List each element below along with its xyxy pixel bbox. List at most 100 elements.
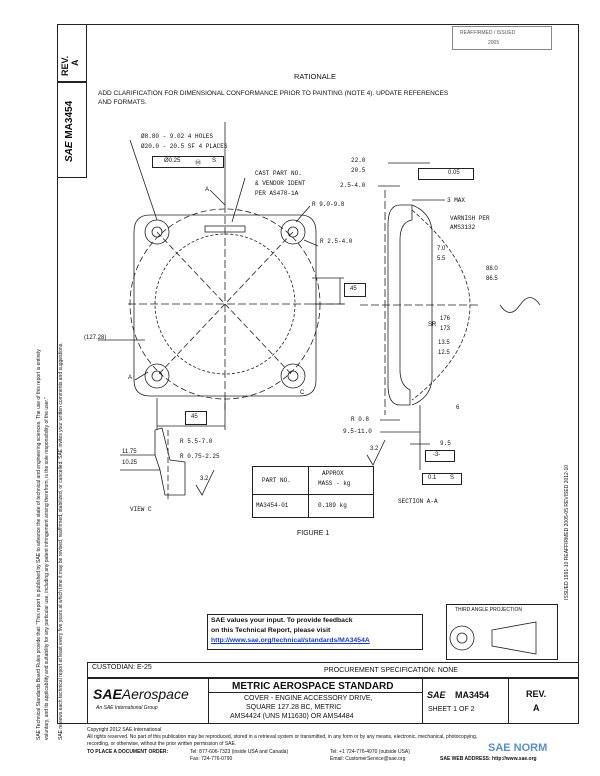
section-aa-label: SECTION A-A (398, 498, 438, 505)
dim-88: 88.0 (486, 266, 498, 272)
radius-5-5: 5.5 (437, 256, 446, 262)
feedback-box (207, 614, 423, 650)
dim-2-5-4: 2.5-4.0 (340, 182, 366, 189)
dim-6: 6 (456, 405, 460, 411)
dim-45b-box (185, 411, 207, 425)
position-tolerance-frame (152, 156, 224, 168)
holes-note-1: Ø8.80 - 9.02 4 HOLES (141, 133, 214, 140)
varnish-2: AMS3132 (450, 224, 476, 231)
rev-label: REV. (526, 689, 547, 699)
radius-7: 7.0 (437, 246, 446, 252)
title-divider-1 (208, 678, 209, 724)
tol-frame-modifier: Ⓜ (195, 161, 202, 167)
radius-13-5: 13.5 (438, 340, 450, 346)
doc-number-sae: SAE (427, 690, 446, 700)
dim-22: 22.0 (351, 157, 366, 164)
doc-number: MA3454 (455, 690, 490, 700)
finish-3-2: 3.2 (370, 446, 379, 452)
section-a-top: A (205, 187, 210, 193)
sheet-number: SHEET 1 OF 2 (428, 706, 475, 713)
dim-45: 45 (350, 286, 357, 292)
datum-3-box (425, 450, 455, 462)
section-a-bottom: A (128, 375, 133, 381)
dim-10-25: 10.25 (122, 460, 138, 466)
figure-label: FIGURE 1 (297, 530, 330, 537)
mass-table-col2-header-1: APPROX (322, 470, 344, 477)
holes-note-2: Ø20.0 - 20.5 SF 4 PLACES (141, 143, 228, 150)
dim-45-box (344, 283, 366, 297)
tol-frame-value: Ø0.25 (164, 158, 181, 164)
logo-subtitle: An SAE International Group (96, 705, 158, 711)
tolerance-01-frame (422, 473, 462, 485)
radius-9: R 9.0-9.8 (312, 201, 345, 208)
sae-logo: SAEAerospace (93, 686, 189, 702)
stamp-line-1: REAFFIRMED / ISSUED (460, 30, 516, 36)
stamp-line-2: 2005 (488, 40, 500, 46)
standard-title: METRIC AEROSPACE STANDARD (232, 681, 394, 692)
rationale-line-1: ADD CLARIFICATION FOR DIMENSIONAL CONFOR… (98, 90, 449, 97)
tol-01: 0.1 (428, 475, 437, 481)
email[interactable]: Email: CustomerService@sae.org (330, 756, 406, 762)
view-c-label: VIEW C (130, 506, 152, 513)
rationale-heading: RATIONALE (294, 72, 336, 81)
cover-outline (133, 214, 317, 397)
dim-11-75: 11.75 (122, 449, 137, 455)
datum-3: -3- (433, 452, 441, 458)
rev-value: A (533, 703, 540, 713)
custodian-row (87, 662, 579, 678)
varnish-1: VARNISH PER (450, 215, 490, 222)
sr-176: 176 (440, 316, 451, 322)
radius-2-5: R 2.5-4.0 (320, 238, 353, 245)
web-address[interactable]: SAE WEB ADDRESS: http://www.sae.org (440, 756, 537, 762)
mass-table-mass: 0.189 kg (318, 502, 347, 509)
view-c-marker: C (300, 390, 305, 396)
reaffirm-stamp (452, 26, 552, 50)
rights-line-2: recording, or otherwise, without the pri… (87, 741, 237, 747)
rights-line-1: All rights reserved. No part of this pub… (87, 734, 478, 740)
finish-3-2b: 3.2 (200, 476, 209, 482)
sr-label: SR (428, 322, 437, 328)
copyright: Copyright 2012 SAE International (87, 727, 162, 733)
doc-number-box-side (57, 82, 87, 178)
cast-note-3: PER AS478-1A (255, 190, 299, 197)
mass-table-divider-h (252, 494, 374, 495)
projection-label: THIRD ANGLE PROJECTION (455, 607, 522, 613)
max-3: 3 MAX (447, 197, 466, 204)
procurement-spec: PROCUREMENT SPECIFICATION: NONE (324, 667, 458, 674)
flatness-value: 0.05 (448, 170, 460, 176)
radius-5-5-7: R 5.5-7.0 (180, 438, 213, 445)
tol-frame-datum: S (212, 158, 217, 164)
feedback-line-1: SAE values your input. To provide feedba… (211, 617, 353, 624)
feedback-link[interactable]: http://www.sae.org/technical/standards/M… (211, 637, 370, 644)
cast-note-2: & VENDOR IDENT (255, 180, 306, 187)
mass-table-part-no: MA3454-01 (256, 502, 289, 509)
desc-line-1: COVER - ENGINE ACCESSORY DRIVE, (244, 695, 373, 702)
title-divider-2 (422, 678, 423, 724)
dim-45b: 45 (191, 414, 198, 420)
fax: Fax: 724-776-0790 (190, 756, 233, 762)
dim-9-5: 9.5 (440, 440, 451, 447)
dim-9-5-11: 9.5-11.0 (343, 428, 372, 435)
right-edge-dates: ISSUED 1991-10 REAFFIRMED 2005-05 REVISE… (564, 464, 570, 600)
radius-0-75: R 0.75-2.25 (180, 453, 220, 460)
watermark-logo: SAE NORM (488, 742, 548, 754)
dim-127: (127.28) (84, 335, 107, 341)
tol-01-datum: S (450, 475, 455, 481)
tel-2: Tel: +1 724-776-4970 (outside USA) (330, 749, 410, 755)
mass-table-col2-header-2: MASS - kg (318, 480, 351, 487)
projection-box (446, 604, 558, 660)
rationale-line-2: AND FORMATS. (98, 99, 147, 106)
cast-note-1: CAST PART NO. (255, 170, 302, 177)
title-divider-h (208, 692, 422, 693)
flatness-frame (418, 168, 474, 180)
tel-1: Tel: 877-606-7323 (inside USA and Canada… (190, 749, 289, 755)
mass-table-divider-v (308, 466, 309, 518)
radius-12-5: 12.5 (438, 350, 450, 356)
desc-line-3: AMS4424 (UNS M11630) OR AMS4484 (230, 713, 354, 720)
mass-table (252, 466, 374, 518)
mass-table-col1-header: PART NO. (262, 477, 291, 484)
order-label: TO PLACE A DOCUMENT ORDER: (87, 749, 169, 755)
title-divider-3 (508, 678, 509, 724)
title-block (87, 678, 579, 724)
